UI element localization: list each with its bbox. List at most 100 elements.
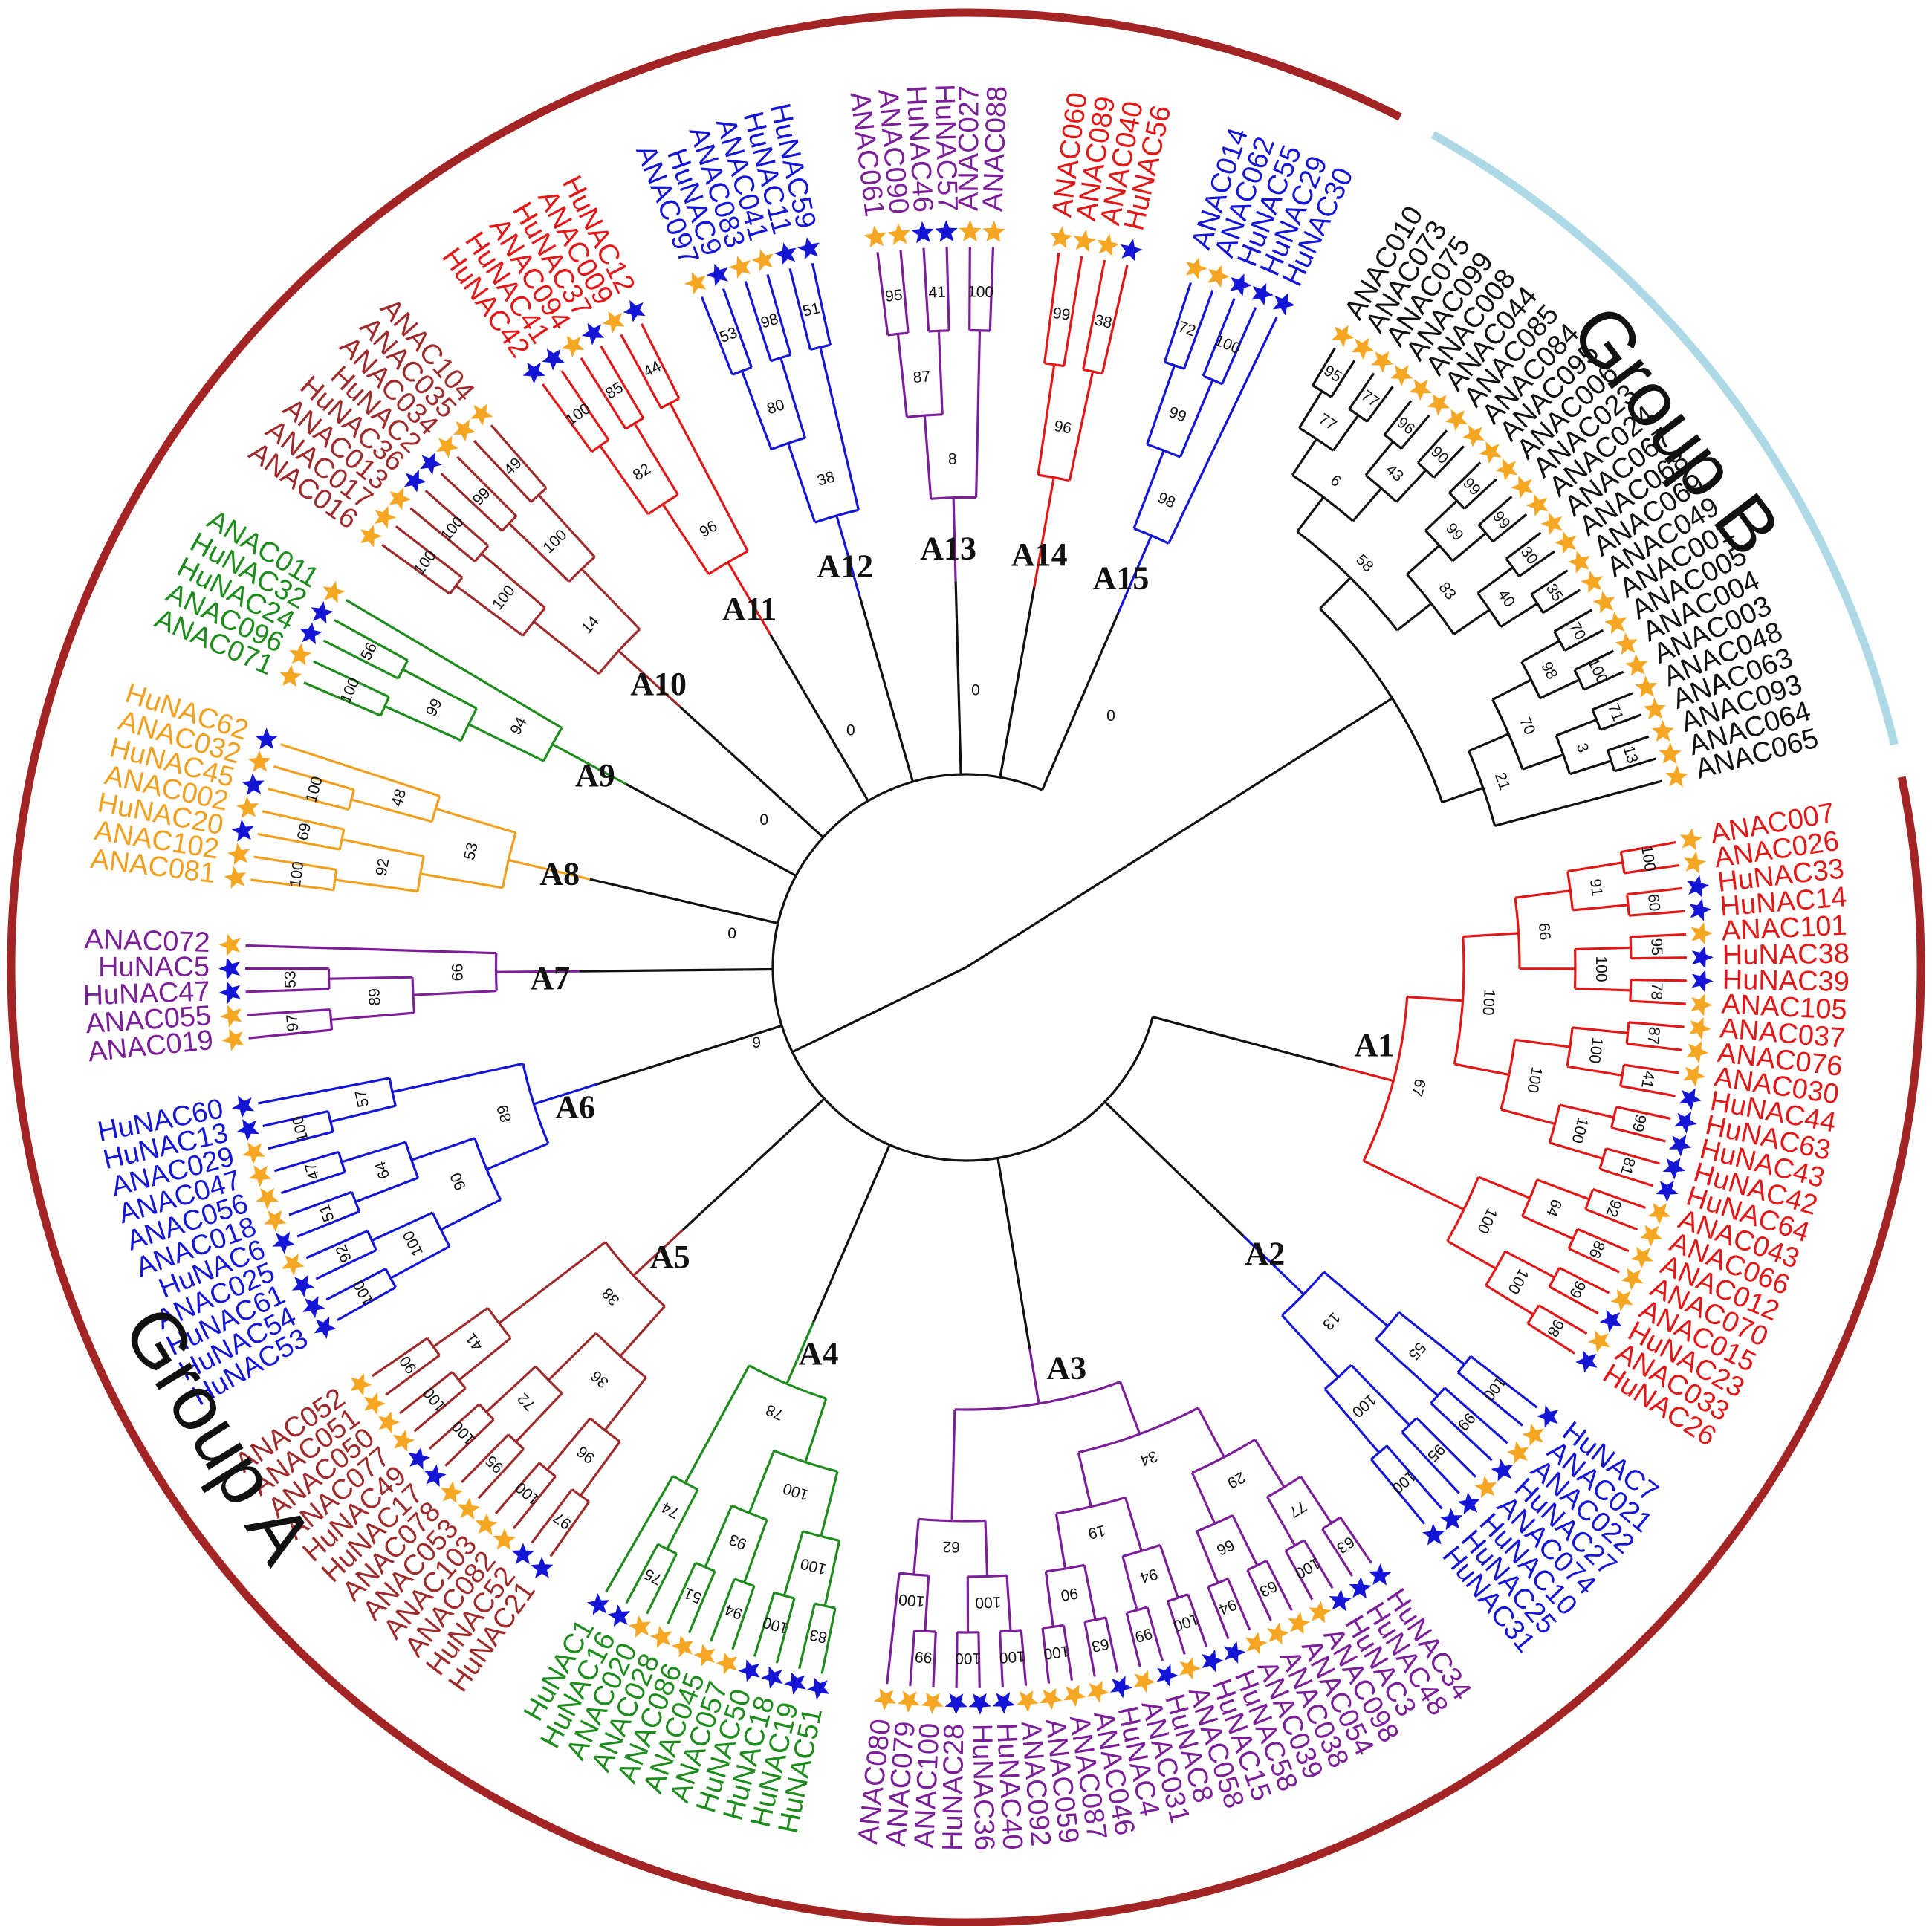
branch-line: [1332, 414, 1360, 452]
orange-star-icon: [1097, 233, 1120, 256]
branch-line: [820, 1607, 837, 1674]
blue-star-icon: [1689, 898, 1711, 921]
branch-line: [248, 1028, 332, 1040]
orange-star-icon: [959, 220, 982, 241]
bootstrap-label: 77: [1286, 1497, 1309, 1521]
blue-star-icon: [1230, 273, 1252, 296]
orange-star-icon: [1050, 226, 1073, 249]
branch-line: [533, 620, 600, 675]
branch-line: [823, 1540, 841, 1606]
orange-star-icon: [1690, 922, 1713, 945]
blue-star-icon: [1691, 970, 1714, 993]
bootstrap-label: 99: [1051, 305, 1071, 324]
branch-line: [1044, 1571, 1054, 1627]
branch-line: [1456, 1371, 1523, 1427]
branch-line: [1298, 390, 1323, 429]
backbone-line: [1152, 1016, 1341, 1069]
branch-line: [1477, 1176, 1531, 1199]
orange-star-icon: [1686, 1040, 1709, 1064]
orange-star-icon: [1639, 1225, 1663, 1247]
branch-line: [1504, 1250, 1555, 1279]
bootstrap-label: 100: [955, 1650, 981, 1667]
branch-line: [1020, 1630, 1028, 1686]
backbone-line: [579, 967, 774, 973]
orange-star-icon: [1522, 1423, 1544, 1447]
branch-arc: [1629, 936, 1633, 959]
subgroup-label: A15: [1093, 560, 1150, 596]
branch-line: [1246, 1569, 1272, 1621]
clade-stem: [1242, 1235, 1305, 1296]
species-markers: [218, 220, 1714, 1715]
branch-arc: [967, 1574, 1008, 1578]
clade-stem: [952, 497, 957, 582]
bootstrap-label: 57: [352, 1089, 372, 1109]
branch-arc: [1625, 1022, 1630, 1044]
orange-star-icon: [1665, 765, 1688, 788]
branch-arc: [732, 366, 752, 376]
branch-arc: [1591, 709, 1602, 730]
branch-line: [620, 334, 663, 409]
bootstrap-label: 100: [539, 526, 570, 557]
branch-line: [1363, 1159, 1465, 1211]
branch-line: [1395, 469, 1427, 503]
bootstrap-label: 78: [1647, 982, 1665, 1000]
branch-line: [381, 544, 451, 595]
subgroup-label: A10: [630, 666, 687, 702]
subgroup-label: A14: [1011, 536, 1068, 573]
branch-line: [1407, 996, 1463, 1002]
branch-line: [1611, 1126, 1666, 1143]
branch-line: [444, 1418, 495, 1467]
branch-line: [819, 346, 860, 510]
branch-line: [250, 878, 334, 892]
orange-star-icon: [1635, 675, 1658, 698]
orange-star-icon: [1371, 351, 1394, 373]
bootstrap-label: 3: [1573, 741, 1592, 755]
branch-line: [579, 1441, 621, 1497]
orange-star-icon: [1659, 742, 1682, 765]
group-a-arc: [7, 8, 1925, 1926]
leaf-labels: ANAC007ANAC026HuNAC33HuNAC14ANAC101HuNAC…: [82, 84, 1850, 1851]
branch-line: [341, 838, 424, 857]
branch-line: [1448, 461, 1482, 494]
orange-star-icon: [1309, 1601, 1332, 1624]
blue-star-icon: [1223, 1641, 1246, 1664]
clade-stem: [496, 970, 580, 973]
bootstrap-label: 38: [815, 468, 837, 490]
leaf-label: HuNAC46: [900, 85, 939, 213]
blue-star-icon: [403, 470, 427, 493]
branch-line: [1132, 450, 1165, 529]
orange-star-icon: [377, 1411, 401, 1434]
branch-arc: [657, 1543, 678, 1555]
orange-star-icon: [1630, 1246, 1653, 1269]
branch-arc: [327, 1111, 334, 1132]
branch-line: [1375, 1338, 1439, 1397]
subgroup-label: A11: [722, 591, 777, 627]
blue-star-icon: [314, 1316, 337, 1339]
bootstrap-label: 87: [1644, 1026, 1663, 1045]
branch-line: [1451, 532, 1487, 562]
branch-line: [1207, 1586, 1230, 1640]
branch-line: [345, 599, 563, 729]
branch-line: [684, 1364, 751, 1484]
bootstrap-label: 100: [1388, 1467, 1419, 1497]
branch-line: [1518, 550, 1555, 577]
branch-line: [1364, 441, 1394, 476]
branch-line: [988, 247, 995, 331]
branch-line: [1567, 861, 1624, 873]
branch-arc: [379, 696, 391, 716]
orange-star-icon: [716, 1652, 738, 1675]
blue-star-icon: [1329, 1589, 1352, 1612]
branch-line: [722, 288, 753, 369]
bootstrap-label: 100: [512, 1479, 543, 1508]
branch-line: [1281, 1314, 1340, 1378]
bootstrap-label: 51: [801, 299, 822, 320]
bootstrap-label: 41: [928, 284, 946, 302]
orange-star-icon: [1621, 1268, 1644, 1291]
clade-stem: [727, 561, 771, 635]
orange-star-icon: [1474, 1476, 1497, 1499]
branch-line: [1521, 1215, 1574, 1240]
branch-line: [508, 522, 570, 583]
branch-line: [1352, 487, 1383, 522]
bootstrap-label: 100: [1292, 1554, 1323, 1581]
